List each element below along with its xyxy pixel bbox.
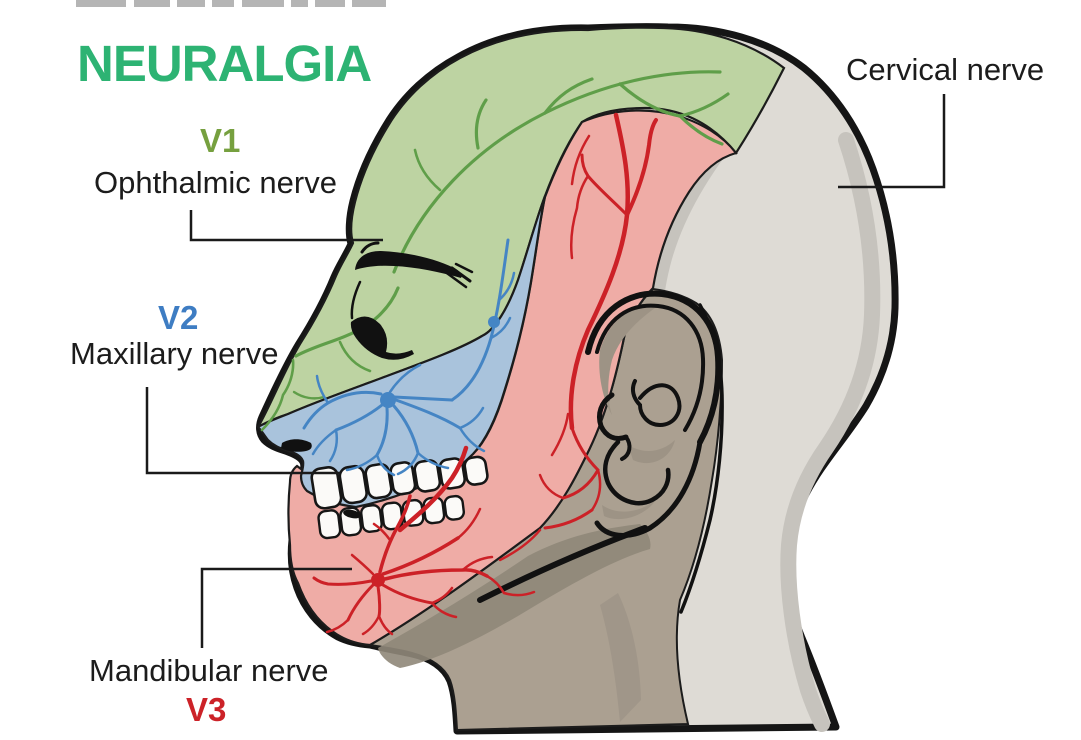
cervical-nerve-label: Cervical nerve: [846, 52, 1045, 87]
page-title: NEURALGIA: [77, 35, 372, 92]
mouth-corner-mark: [343, 509, 361, 519]
v2-region: [256, 195, 547, 509]
v1-abbr-label: V1: [200, 122, 241, 159]
cervical-connector: [838, 94, 946, 189]
v3-nerves: [312, 112, 658, 636]
eye: [350, 280, 414, 360]
truncated-title-fragment: [76, 0, 386, 7]
eyebrow: [355, 241, 474, 289]
mandibular-connector: [200, 567, 352, 648]
label-connectors: [145, 94, 946, 648]
v2-nerves: [302, 238, 516, 477]
v1-nerves: [260, 70, 730, 432]
maxillary-connector: [145, 387, 340, 475]
v3-abbr-label: V3: [186, 691, 227, 728]
maxillary-nerve-label: Maxillary nerve: [70, 336, 279, 371]
nostril: [281, 439, 312, 452]
neck-streak: [600, 593, 641, 722]
v2-abbr-label: V2: [158, 299, 199, 336]
ophthalmic-nerve-label: Ophthalmic nerve: [94, 165, 337, 200]
mandibular-nerve-label: Mandibular nerve: [89, 653, 329, 688]
teeth-upper: [310, 455, 489, 510]
ophthalmic-connector: [189, 210, 383, 242]
ear: [585, 290, 722, 538]
